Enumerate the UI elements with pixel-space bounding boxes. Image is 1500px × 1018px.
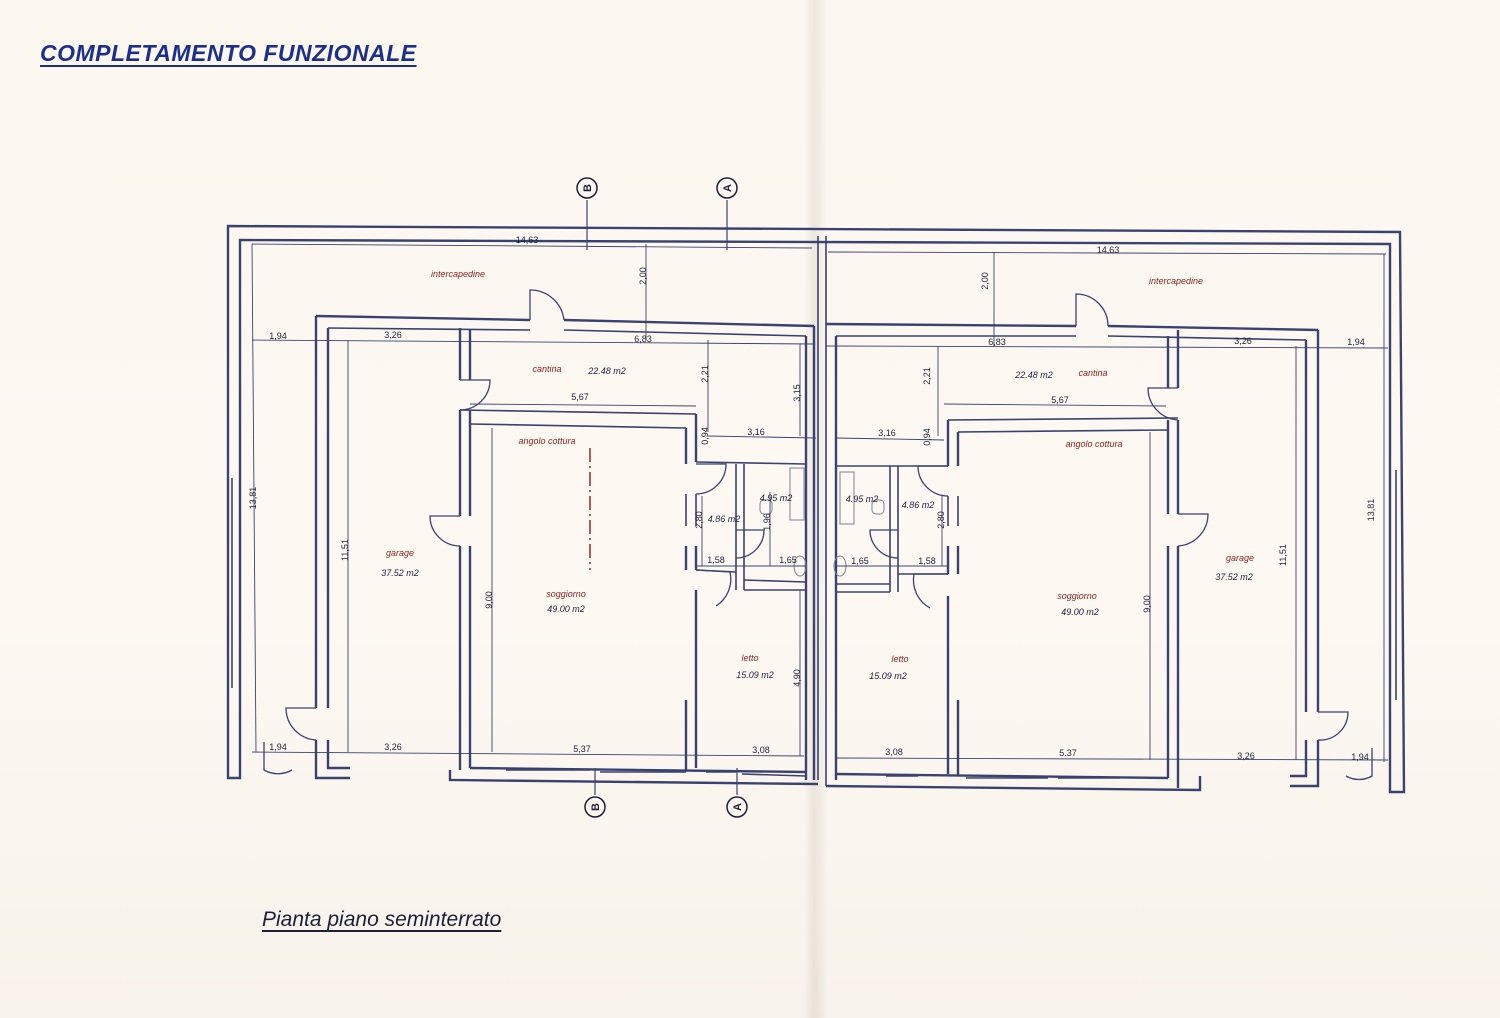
room-label-letto-right: letto	[891, 654, 908, 664]
dim-bath-small-right: 1,65	[851, 556, 869, 566]
dim-small-gap-right: 0,94	[922, 428, 932, 446]
room-area-bagno-left: 4.95 m2	[760, 493, 793, 503]
dim-cantina-width-right: 6,83	[988, 337, 1006, 347]
dim-hall-width-left: 1,58	[707, 555, 725, 565]
dim-intercapedine-left: 2,00	[638, 267, 648, 285]
dim-garage-width-right: 3,26	[1234, 336, 1252, 346]
dim-kitchen-width-right: 5,67	[1051, 395, 1069, 405]
svg-text:A: A	[722, 184, 734, 192]
dim-bottom-garage-left: 3,26	[384, 742, 402, 752]
svg-text:B: B	[590, 803, 602, 811]
room-label-letto-left: letto	[741, 653, 758, 663]
dim-hall-width-right: 1,58	[918, 556, 936, 566]
dim-intercapedine-right: 2,00	[980, 272, 990, 290]
room-area-bagno-right: 4.95 m2	[846, 494, 879, 504]
plan-caption: Pianta piano seminterrato	[262, 908, 502, 931]
room-area-garage-left: 37.52 m2	[381, 568, 419, 578]
doors	[263, 289, 1373, 781]
dim-soggiorno-depth-right: 9,00	[1142, 595, 1152, 613]
dim-garage-width-left: 3,26	[384, 330, 402, 340]
dim-total-depth-left: 13,81	[248, 487, 258, 510]
room-area-letto-left: 15.09 m2	[736, 670, 774, 680]
dim-side-offset-left: 1,94	[269, 331, 287, 341]
room-area-garage-right: 37.52 m2	[1215, 572, 1253, 582]
section-marker-a-bottom: A	[726, 768, 748, 818]
room-area-cantina-left: 22.48 m2	[587, 366, 626, 376]
dim-bath-width-left: 3,16	[747, 427, 765, 437]
room-label-soggiorno-right: soggiorno	[1057, 591, 1097, 601]
dim-bath-width-right: 3,16	[878, 428, 896, 438]
dim-cantina-width-left: 6,83	[634, 334, 652, 344]
room-area-letto-right: 15.09 m2	[869, 671, 907, 681]
svg-text:A: A	[732, 803, 744, 811]
room-label-cantina-right: cantina	[1078, 368, 1107, 378]
room-area-soggiorno-left: 49.00 m2	[547, 604, 585, 614]
section-marker-a-top: A	[716, 177, 738, 250]
right-unit-walls	[825, 322, 1397, 792]
dim-bottom-offset-left: 1,94	[269, 742, 287, 752]
dim-bottom-soggiorno-left: 5,37	[573, 744, 591, 754]
dim-cantina-height-left: 3,15	[792, 384, 802, 402]
dim-bath-depth-left: 1,96	[762, 513, 772, 531]
dim-bottom-letto-right: 3,08	[885, 747, 903, 757]
room-label-soggiorno-left: soggiorno	[546, 589, 586, 599]
dim-cantina-depth-left: 2,21	[700, 365, 710, 383]
left-unit-walls	[231, 314, 819, 786]
room-label-cantina-left: cantina	[532, 364, 561, 374]
section-marker-b-top: B	[576, 177, 598, 250]
room-label-angolo-cottura-right: angolo cottura	[1065, 439, 1122, 449]
dim-garage-depth-right: 11,51	[1278, 544, 1288, 566]
dim-bath-small-left: 1,65	[779, 555, 797, 565]
dim-hall-depth-left: 2,80	[694, 511, 704, 529]
room-label-garage-right: garage	[1226, 553, 1254, 563]
dim-bottom-offset-right: 1,94	[1351, 752, 1369, 762]
dim-bottom-letto-left: 3,08	[752, 745, 770, 755]
dim-letto-depth-left: 4,90	[792, 669, 802, 687]
dim-top-width-left: 14,63	[516, 235, 539, 245]
dim-hall-depth-right: 2,80	[936, 511, 946, 529]
room-label-angolo-cottura-left: angolo cottura	[518, 436, 575, 446]
room-label-intercapedine-right: intercapedine	[1149, 276, 1203, 286]
dim-bottom-soggiorno-right: 5.37	[1059, 748, 1077, 758]
dim-garage-depth-left: 11,51	[340, 539, 350, 561]
room-area-cantina-right: 22.48 m2	[1014, 370, 1053, 380]
svg-text:B: B	[582, 184, 594, 192]
dim-small-gap-left: 0,94	[700, 427, 710, 445]
room-area-disimpegno-left: 4.86 m2	[708, 514, 741, 524]
section-marker-b-bottom: B	[584, 768, 606, 818]
room-area-disimpegno-right: 4.86 m2	[902, 500, 935, 510]
drawing-title: COMPLETAMENTO FUNZIONALE	[40, 40, 417, 66]
dim-top-width-right: 14,63	[1097, 245, 1120, 255]
outer-walls	[226, 224, 1406, 794]
dimension-lines	[251, 243, 1389, 762]
dim-cantina-depth-right: 2,21	[922, 367, 932, 385]
room-label-garage-left: garage	[386, 548, 414, 558]
dim-bottom-garage-right: 3,26	[1237, 751, 1255, 761]
room-area-soggiorno-right: 49.00 m2	[1061, 607, 1099, 617]
left-unit-labels: intercapedine cantina 22.48 m2 angolo co…	[248, 235, 802, 755]
right-unit-labels: intercapedine 22.48 m2 cantina angolo co…	[846, 245, 1376, 762]
room-label-intercapedine-left: intercapedine	[431, 269, 485, 279]
dim-side-offset-right: 1,94	[1347, 337, 1365, 347]
dim-total-depth-right: 13,81	[1366, 499, 1376, 522]
dim-soggiorno-depth-left: 9,00	[484, 591, 494, 609]
dim-kitchen-width-left: 5,67	[571, 392, 589, 402]
